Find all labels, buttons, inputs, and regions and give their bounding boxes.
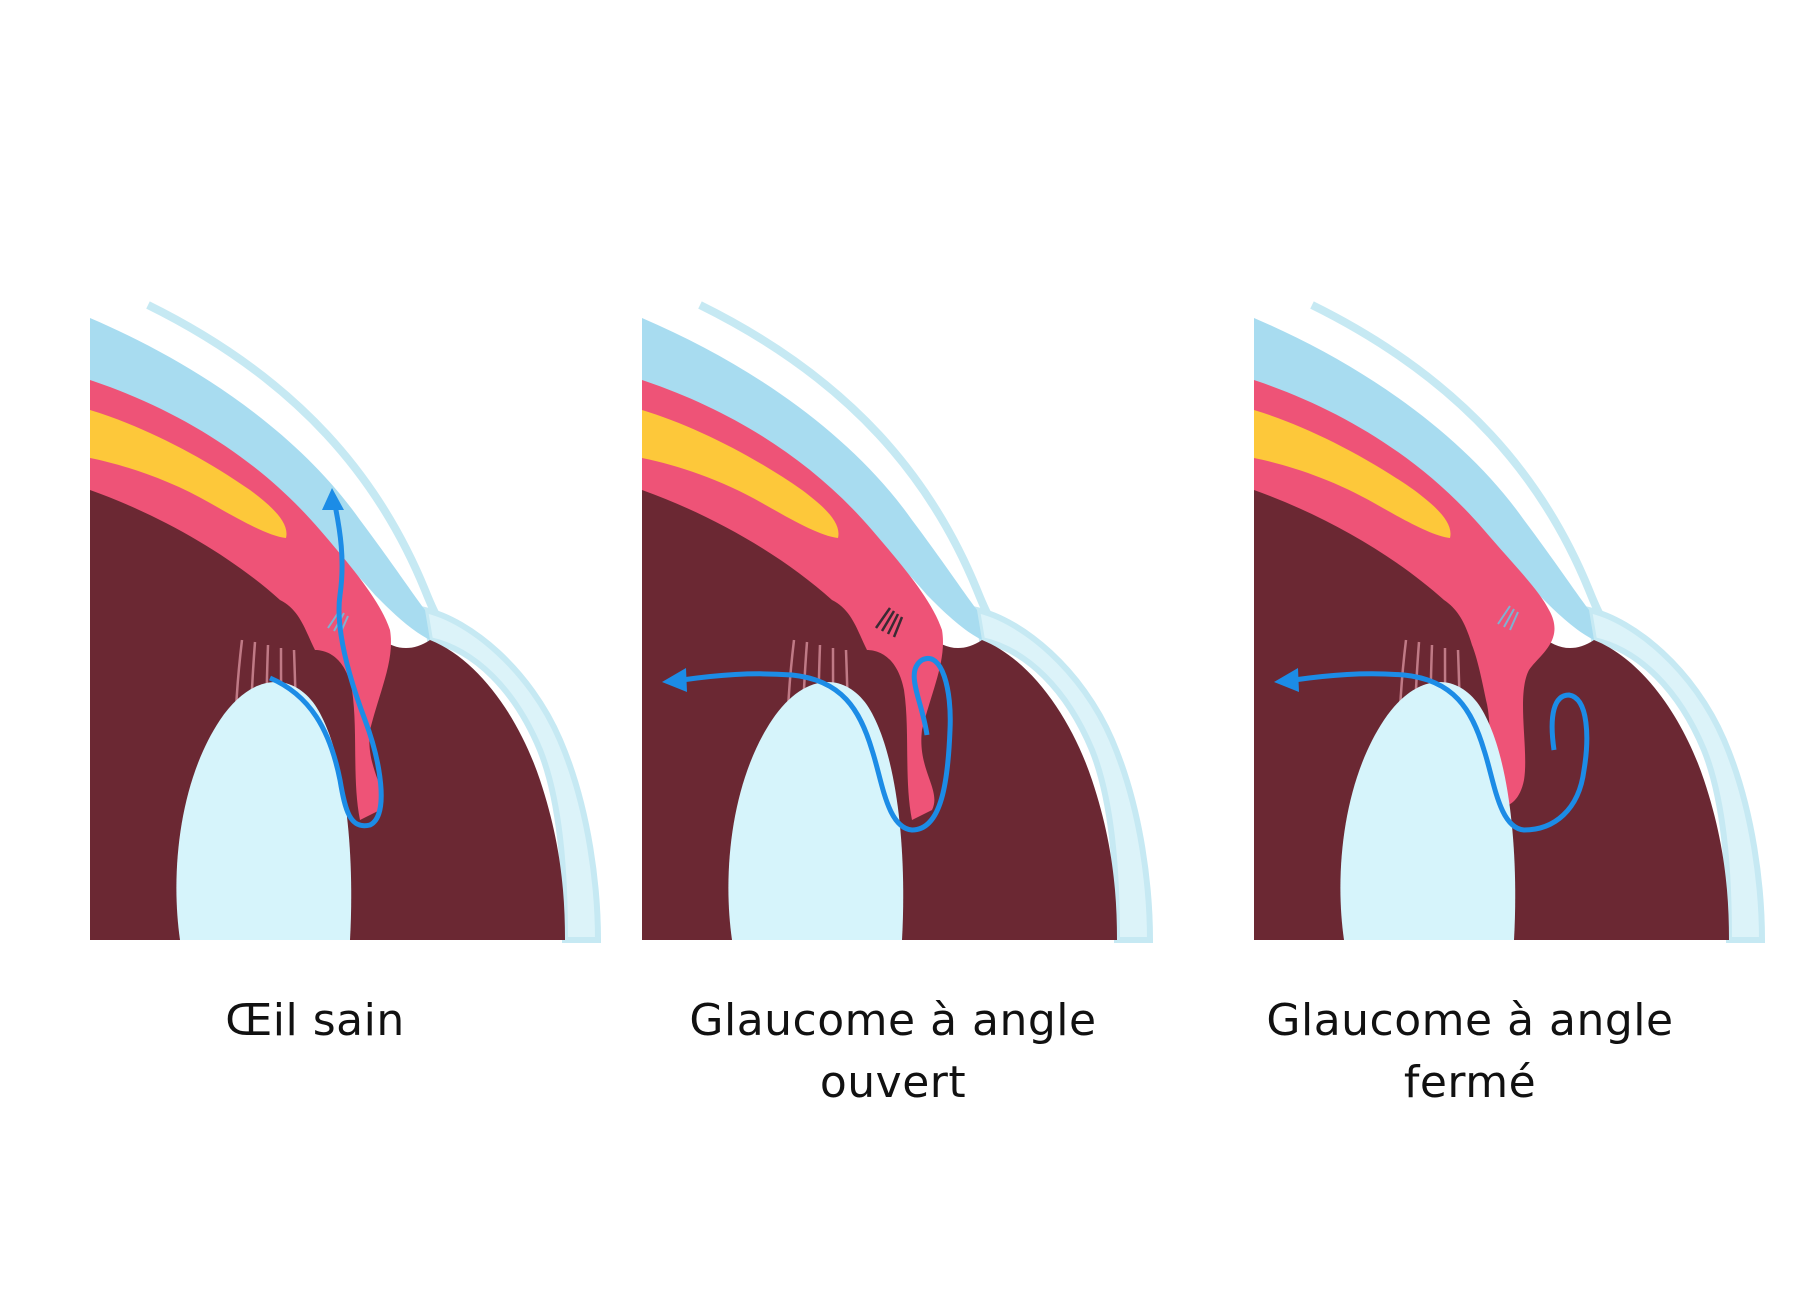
- outer-sclera-band: [1585, 606, 1766, 943]
- caption-line: Glaucome à angle: [1266, 995, 1674, 1046]
- ciliary-body-forward: [1254, 380, 1555, 807]
- fluid-flow-arrow: [269, 504, 384, 829]
- outer-sclera-band: [973, 606, 1154, 943]
- panel-closed-angle-glaucoma: [1254, 301, 1769, 1030]
- yellow-layer: [642, 410, 839, 538]
- lens: [176, 682, 352, 940]
- lens: [728, 682, 904, 940]
- caption-line: Glaucome à angle: [689, 995, 1097, 1046]
- trabecular-mesh: [1497, 605, 1519, 631]
- lens: [1340, 682, 1516, 940]
- caption-closed-angle-glaucoma: Glaucome à angle fermé: [1190, 990, 1750, 1114]
- yellow-layer: [90, 410, 287, 538]
- caption-line: fermé: [1403, 1057, 1537, 1108]
- trabecular-mesh-blocked: [874, 607, 904, 638]
- ciliary-body: [642, 380, 943, 820]
- fluid-flow-arrowhead: [322, 488, 344, 510]
- fluid-flow-arrowhead: [1274, 668, 1299, 692]
- fluid-flow-arrowhead: [662, 668, 687, 692]
- caption-healthy-eye: Œil sain: [35, 990, 595, 1052]
- ciliary-body: [90, 380, 391, 820]
- caption-line: ouvert: [819, 1057, 967, 1108]
- panel-healthy-eye: [90, 301, 605, 1030]
- fluid-flow-arrow: [681, 656, 953, 833]
- caption-line: Œil sain: [225, 995, 405, 1046]
- caption-open-angle-glaucoma: Glaucome à angle ouvert: [613, 990, 1173, 1114]
- panel-open-angle-glaucoma: [642, 301, 1157, 1030]
- yellow-layer: [1254, 410, 1451, 538]
- outer-sclera-band: [421, 606, 602, 943]
- fluid-flow-arrow: [1293, 671, 1590, 833]
